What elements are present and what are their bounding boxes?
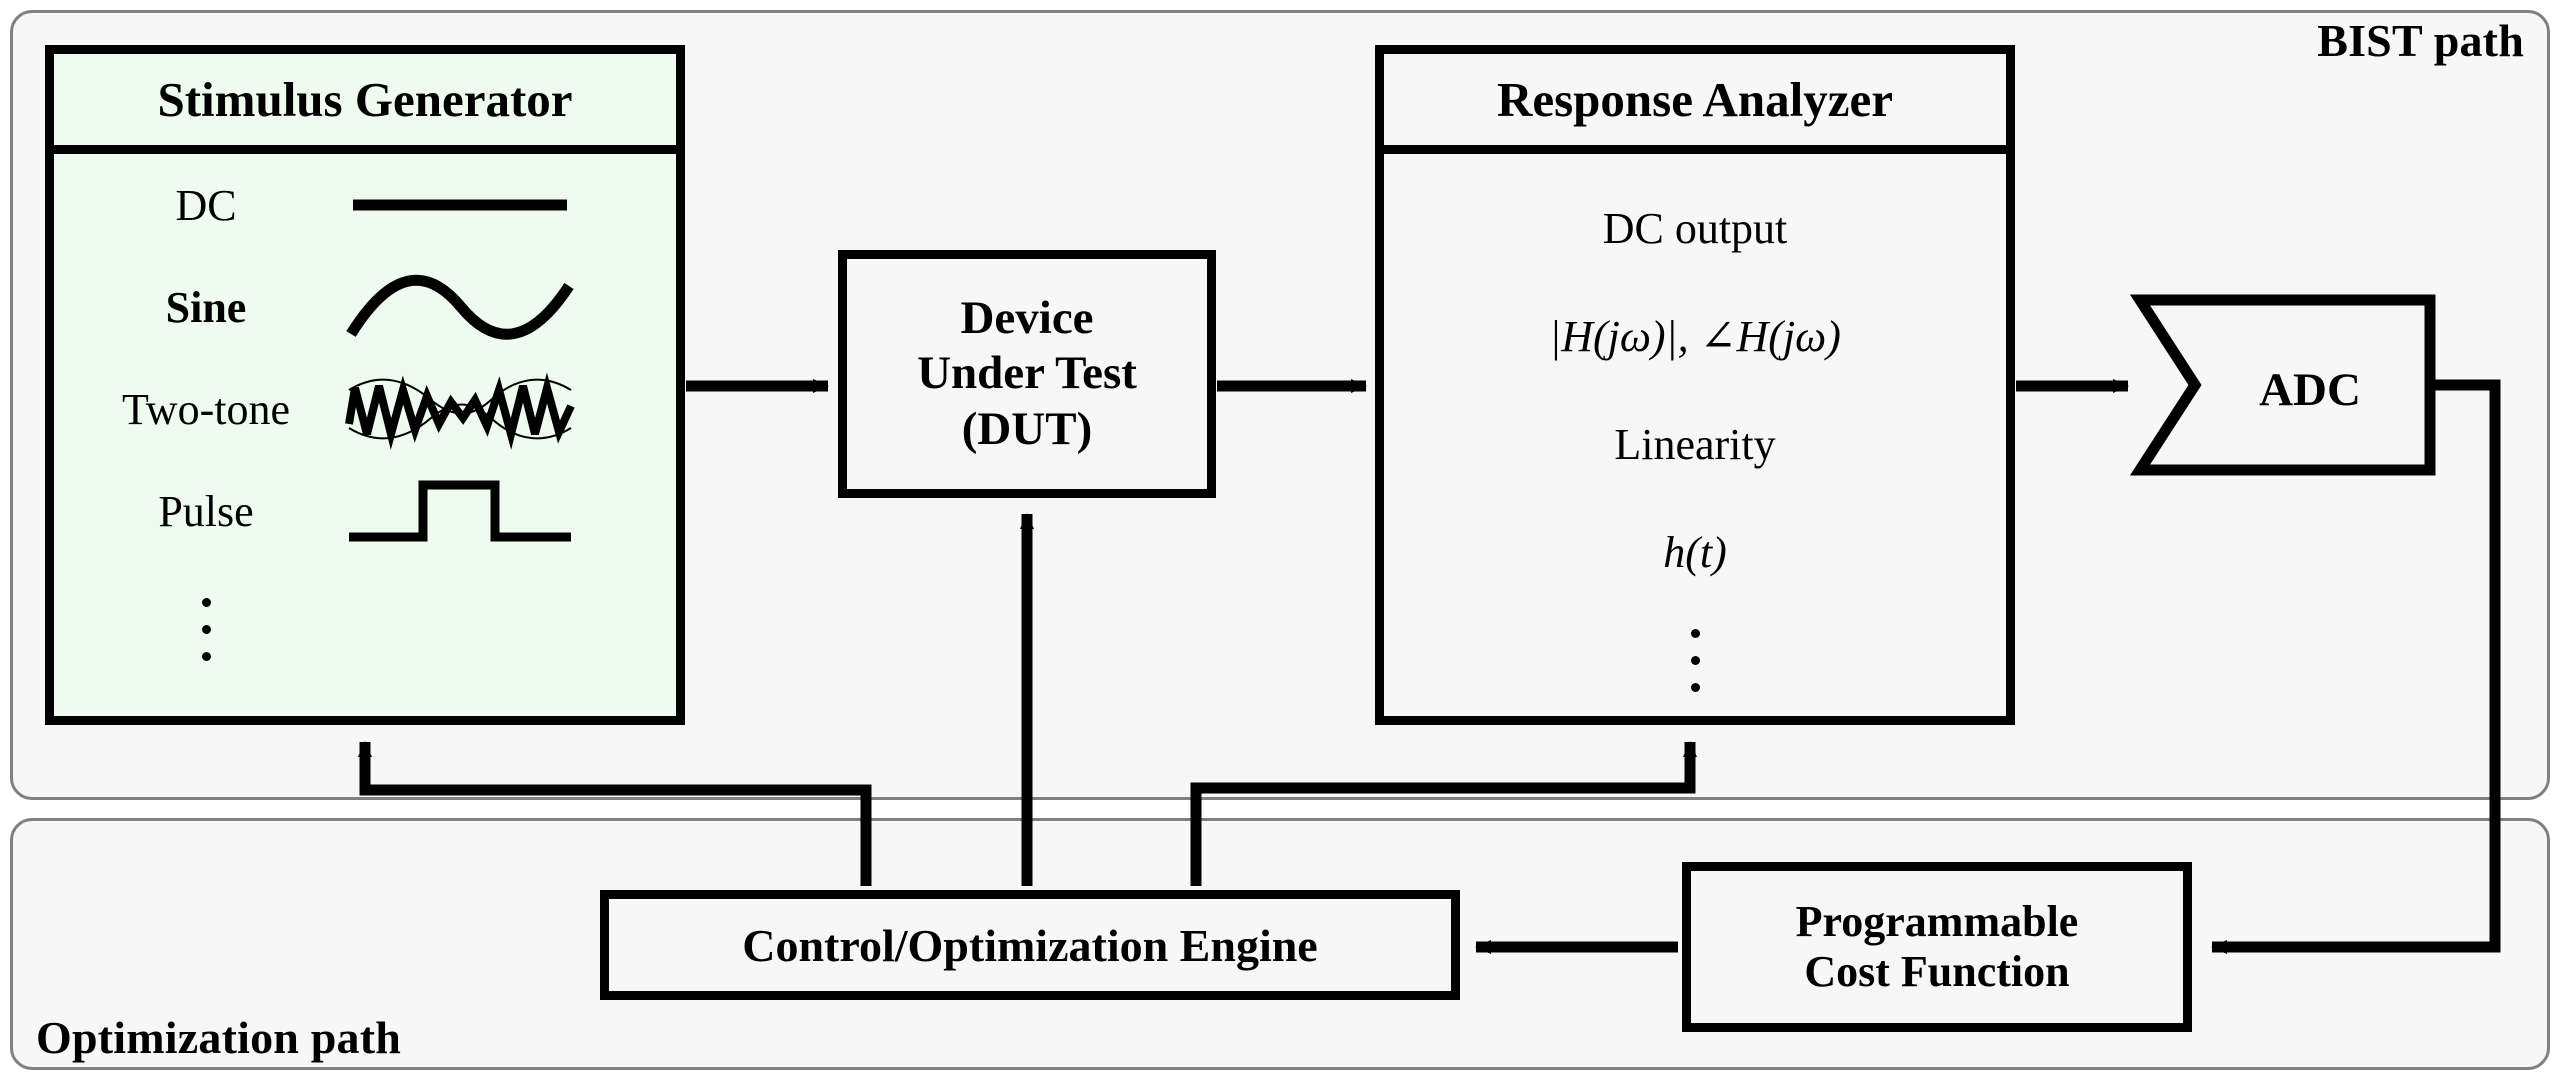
dut-line-1: Device xyxy=(960,291,1094,344)
wire-adc-to-cost xyxy=(2211,379,2501,954)
stimulus-generator-box[interactable]: Stimulus Generator DC Sine xyxy=(45,45,685,725)
stimulus-generator-title: Stimulus Generator xyxy=(54,54,676,154)
stimulus-generator-list: DC Sine Two-tone xyxy=(54,154,676,716)
programmable-cost-function-box[interactable]: Programmable Cost Function xyxy=(1682,862,2192,1032)
device-under-test-box[interactable]: Device Under Test (DUT) xyxy=(838,250,1216,498)
stimulus-item-pulse[interactable]: Pulse xyxy=(54,460,676,562)
control-engine-label: Control/Optimization Engine xyxy=(742,919,1318,971)
response-item-transfer-function: |H(jω)|, ∠H(jω) xyxy=(1549,311,1841,361)
cost-function-line-1: Programmable xyxy=(1795,896,2079,946)
response-item-linearity: Linearity xyxy=(1614,419,1776,469)
adc-shape xyxy=(2129,294,2436,476)
wire-control-to-response xyxy=(1190,741,1697,886)
cost-function-line-2: Cost Function xyxy=(1804,947,2070,996)
pulse-wave-icon xyxy=(340,468,580,554)
stimulus-item-two-tone[interactable]: Two-tone xyxy=(54,358,676,460)
stimulus-item-dc-label: DC xyxy=(175,180,237,230)
response-item-impulse-response: h(t) xyxy=(1663,527,1727,577)
adc-label[interactable]: ADC xyxy=(2259,364,2361,416)
vertical-ellipsis-icon xyxy=(1690,628,1700,692)
stimulus-item-sine-label: Sine xyxy=(165,282,247,332)
response-analyzer-title: Response Analyzer xyxy=(1384,54,2006,154)
wire-control-to-stimgen xyxy=(358,741,872,886)
dut-line-3: (DUT) xyxy=(961,402,1093,455)
stimulus-more-indicator xyxy=(54,562,676,692)
dc-line-icon xyxy=(340,162,580,248)
two-tone-wave-icon xyxy=(340,366,580,452)
response-analyzer-list: DC output |H(jω)|, ∠H(jω) Linearity h(t) xyxy=(1384,154,2006,716)
response-more-indicator xyxy=(1690,606,1700,714)
stimulus-item-pulse-label: Pulse xyxy=(158,486,254,536)
vertical-ellipsis-icon xyxy=(201,597,211,661)
optimization-path-label: Optimization path xyxy=(36,1012,402,1063)
stimulus-item-sine[interactable]: Sine xyxy=(54,256,676,358)
response-analyzer-box[interactable]: Response Analyzer DC output |H(jω)|, ∠H(… xyxy=(1375,45,2015,725)
stimulus-item-two-tone-label: Two-tone xyxy=(122,384,290,434)
dut-line-2: Under Test xyxy=(917,347,1137,400)
control-optimization-engine-box[interactable]: Control/Optimization Engine xyxy=(600,890,1460,1000)
stimulus-item-dc[interactable]: DC xyxy=(54,154,676,256)
bist-path-label: BIST path xyxy=(2317,15,2524,66)
response-item-dc-output: DC output xyxy=(1602,203,1788,253)
sine-wave-icon xyxy=(340,264,580,350)
